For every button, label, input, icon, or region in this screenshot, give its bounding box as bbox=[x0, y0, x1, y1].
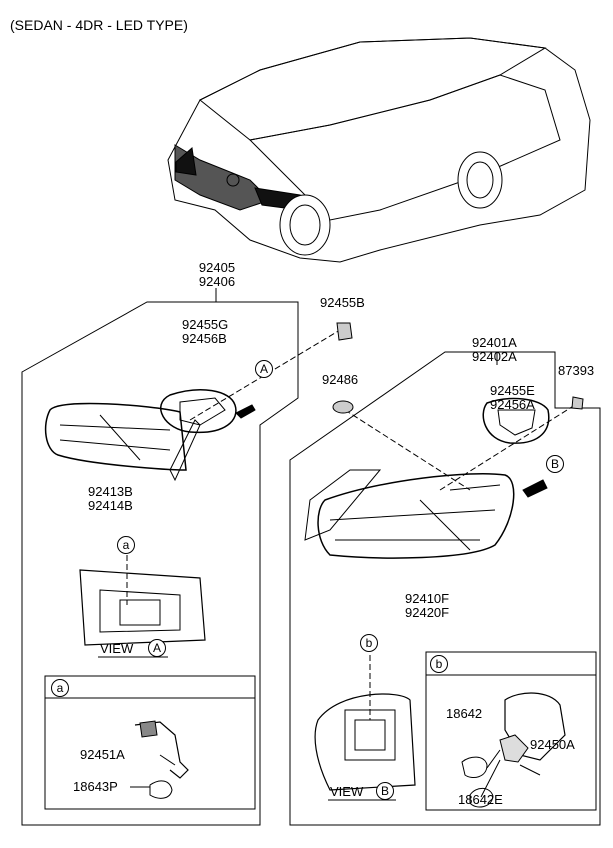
part-label-92410F: 92410F bbox=[405, 591, 450, 606]
part-label-92420F: 92420F bbox=[405, 605, 450, 620]
part-label-92486: 92486 bbox=[322, 372, 359, 387]
view-a-label: VIEW bbox=[100, 641, 134, 656]
box-a-header: a bbox=[51, 679, 69, 697]
part-label-18643P: 18643P bbox=[73, 779, 118, 794]
callout-B: B bbox=[546, 455, 564, 473]
diagram-title: (SEDAN - 4DR - LED TYPE) bbox=[10, 17, 188, 33]
part-label-92456B: 92456B bbox=[182, 331, 227, 346]
part-label-18642E: 18642E bbox=[458, 792, 503, 807]
box-b-header: b bbox=[430, 655, 448, 673]
part-label-87393: 87393 bbox=[558, 363, 595, 378]
part-label-92414B: 92414B bbox=[88, 498, 133, 513]
view-b-circle: B bbox=[376, 782, 394, 800]
view-b-label: VIEW bbox=[330, 784, 364, 799]
part-label-92455E: 92455E bbox=[490, 383, 535, 398]
part-label-18642: 18642 bbox=[446, 706, 483, 721]
part-label-92451A: 92451A bbox=[80, 747, 125, 762]
car-illustration bbox=[167, 37, 591, 263]
part-label-92455B: 92455B bbox=[320, 295, 365, 310]
left-panel-outline bbox=[21, 301, 299, 826]
part-label-92455G: 92455G bbox=[182, 317, 229, 332]
callout-A: A bbox=[255, 360, 273, 378]
part-label-92450A: 92450A bbox=[530, 737, 575, 752]
view-a-circle: A bbox=[148, 639, 166, 657]
part-label-92406: 92406 bbox=[198, 274, 236, 289]
right-panel-outline bbox=[289, 351, 601, 826]
part-label-92405: 92405 bbox=[198, 260, 236, 275]
part-label-92402A: 92402A bbox=[472, 349, 517, 364]
part-label-92401A: 92401A bbox=[472, 335, 517, 350]
callout-b: b bbox=[360, 634, 378, 652]
part-label-92413B: 92413B bbox=[88, 484, 133, 499]
part-label-92456A: 92456A bbox=[490, 397, 535, 412]
callout-a: a bbox=[117, 536, 135, 554]
